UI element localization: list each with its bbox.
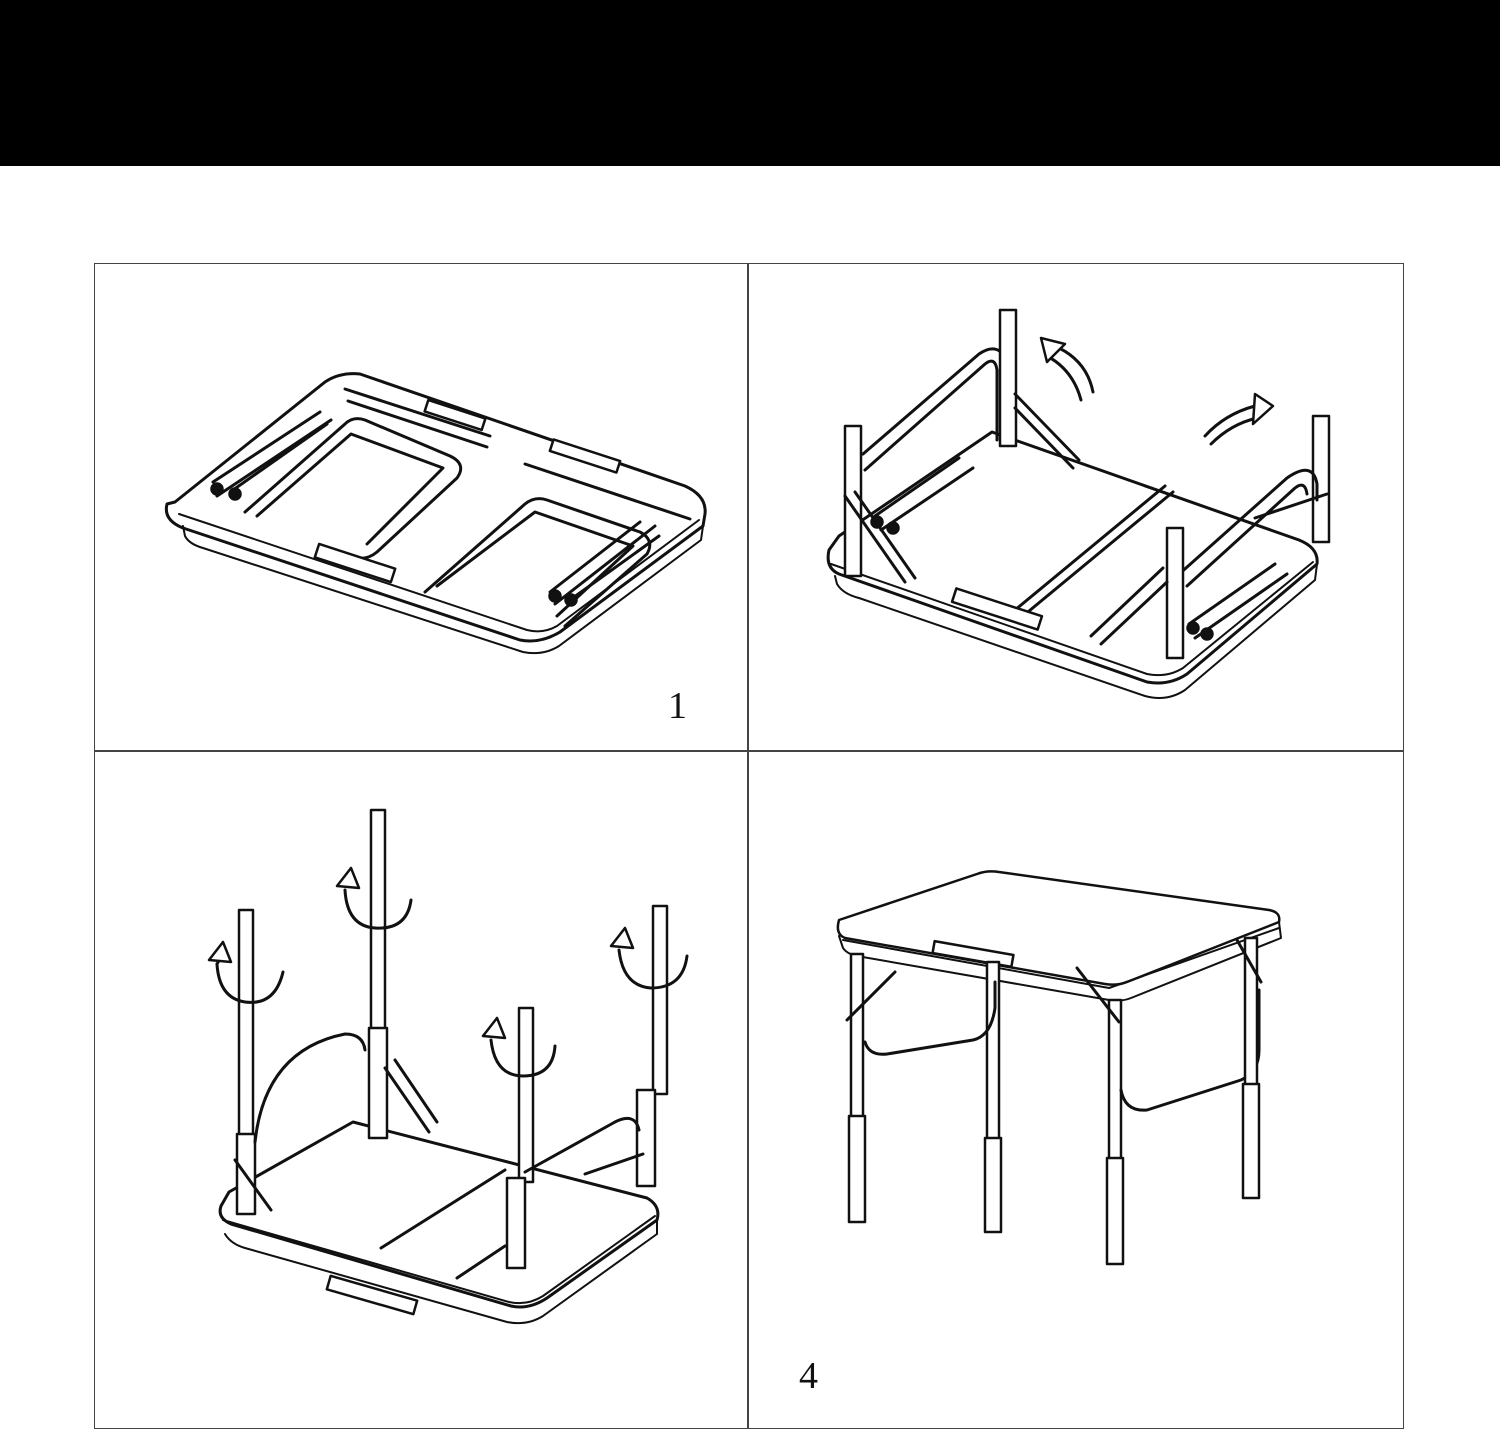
- folded-leg-pair-left: [870, 456, 975, 535]
- table-leg-front-left: [845, 952, 897, 1224]
- raised-leg-back-left: [998, 308, 1081, 470]
- extended-leg-front-left: [233, 908, 367, 1216]
- panel-step-3: [95, 750, 747, 1430]
- rotate-arrow-icon: [1203, 392, 1275, 446]
- panel-step-1: 1: [95, 264, 747, 750]
- grid-divider-vertical: [747, 264, 749, 1428]
- extended-leg-front-right: [455, 1006, 535, 1280]
- step-number-4: 4: [799, 1355, 818, 1397]
- twist-arrow-icon: [481, 1016, 557, 1078]
- twist-arrow-icon: [335, 866, 413, 930]
- grid-divider-horizontal: [95, 750, 1403, 752]
- leg-frame-left: [243, 387, 492, 560]
- panel-step-2: [747, 264, 1405, 750]
- raised-leg-front-left: [843, 347, 1011, 584]
- table-leg-back-left: [863, 960, 1003, 1234]
- step-number-1: 1: [668, 685, 687, 727]
- unfolding-table-illustration: [826, 308, 1331, 699]
- raised-leg-front-right: [1089, 526, 1185, 660]
- extended-leg-back-left: [367, 808, 439, 1140]
- rotate-arrow-icon: [1039, 336, 1095, 402]
- panel-step-4: 4: [747, 750, 1405, 1430]
- instruction-grid: 1: [94, 263, 1404, 1429]
- raised-leg-back-right: [1175, 414, 1331, 588]
- assembled-table-illustration: [836, 870, 1282, 1266]
- folded-leg-pair-1: [210, 410, 333, 501]
- folded-leg-pair-2: [548, 520, 661, 607]
- twist-arrow-icon: [609, 926, 689, 990]
- table-leg-back-right: [1235, 936, 1263, 1200]
- extended-leg-back-right: [523, 904, 669, 1188]
- header-band: [0, 0, 1500, 166]
- folded-table-illustration: [164, 372, 707, 655]
- folded-leg-pair-right: [1186, 562, 1289, 641]
- table-leg-front-right: [1075, 966, 1261, 1266]
- twist-arrow-icon: [207, 940, 285, 1004]
- extending-legs-illustration: [207, 808, 689, 1325]
